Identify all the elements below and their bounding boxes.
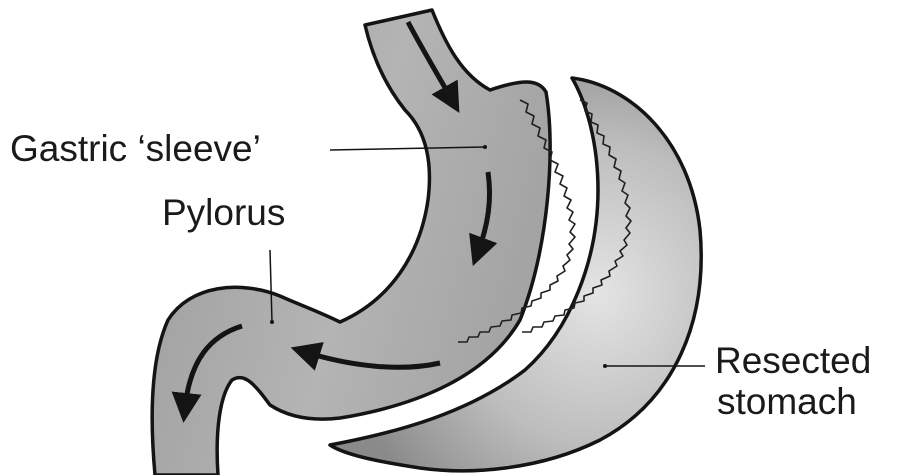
resected-label-line1: Resected — [715, 340, 871, 381]
pylorus-leader-dot — [270, 320, 274, 324]
resected-leader-dot — [603, 364, 607, 368]
resected-label-line2: stomach — [715, 381, 871, 422]
pylorus-label: Pylorus — [162, 192, 285, 233]
sleeve-leader-dot — [483, 145, 487, 149]
resected-stomach-label: Resected stomach — [715, 340, 871, 423]
gastric-sleeve-label: Gastric ‘sleeve’ — [10, 128, 261, 169]
